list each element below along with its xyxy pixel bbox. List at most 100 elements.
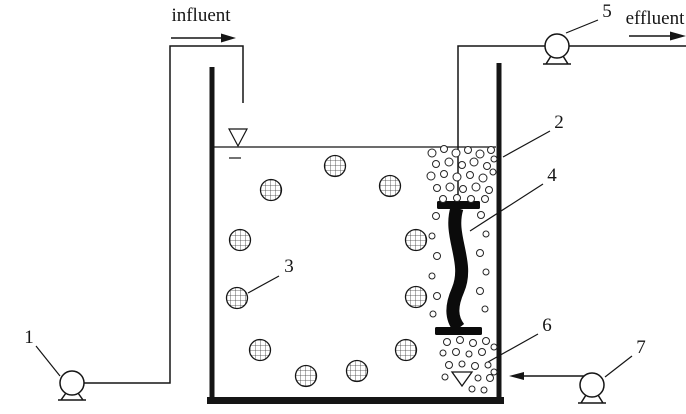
callout-2-label: 2 [554,112,564,133]
air-bubble [468,385,476,393]
influent-label: influent [171,5,231,26]
air-bubble [483,162,491,170]
media-carrier [248,338,272,362]
water-level-icon [228,128,248,148]
influent-flow-arrow [171,33,236,43]
air-bubble [481,305,489,313]
air-bubble [445,361,453,369]
air-pump [578,372,606,404]
air-bubble [478,173,488,183]
air-bubble [478,348,486,356]
air-bubble [445,182,455,192]
air-bubble [444,157,454,167]
air-bubble [428,272,436,280]
bubbles-group [426,145,498,394]
air-bubble [452,172,462,182]
air-bubble [427,148,437,158]
air-bubble [490,343,498,351]
diffuser-icon [450,371,474,388]
air-bubble [477,211,485,219]
air-bubble [439,349,447,357]
media-carrier [345,359,369,383]
air-bubble [464,146,472,154]
air-bubble [453,194,461,202]
air-bubble [475,149,485,159]
callout-4-leader [469,183,544,232]
air-bubble [441,373,449,381]
feed-pump-body [59,370,85,396]
feed-pump [58,370,86,401]
air-pump-body [579,372,605,398]
effluent-label: effluent [626,8,685,29]
air-bubble [490,155,498,163]
air-bubble [433,252,441,260]
suction-pump-stand [543,55,571,65]
callout-5-label: 5 [602,1,612,22]
callout-2: 2 [502,112,564,158]
air-bubble [456,336,464,344]
air-bubble [490,368,498,376]
media-carriers-group [225,154,428,388]
air-bubble [451,148,461,158]
air-bubble [465,350,473,358]
air-pump-stand [578,394,606,404]
air-flow-arrow [509,372,524,380]
media-carrier [404,228,428,252]
callout-7-label: 7 [636,337,646,358]
air-bubble [480,386,488,394]
callout-3: 3 [247,256,294,294]
callout-1-label: 1 [24,327,34,348]
callout-6: 6 [487,315,552,363]
air-bubble [452,348,460,356]
effluent-arrow-head [670,31,686,41]
air-bubble [459,185,467,193]
air-bubble [486,374,494,382]
media-carrier [259,178,283,202]
air-bubble [469,157,479,167]
feed-pump-stand [58,392,86,401]
membrane-band [446,206,469,333]
membrane-module [435,201,482,335]
suction-pump-body [544,33,570,59]
air-bubble [440,170,448,178]
air-bubble [440,145,448,153]
air-bubble [487,146,495,154]
influent-pipe [84,45,244,384]
callout-6-leader [487,333,539,363]
air-bubble [433,184,441,192]
air-bubble [469,339,477,347]
air-bubble [482,337,490,345]
air-bubble [458,360,466,368]
air-bubble [426,171,436,181]
air-bubble [466,171,474,179]
callout-3-leader [247,275,280,294]
air-bubble [429,310,437,318]
tank [207,63,504,404]
air-bubble [485,186,493,194]
callout-1: 1 [24,327,61,377]
media-carrier [294,364,318,388]
callout-4-label: 4 [547,165,557,186]
callout-7: 7 [604,337,646,378]
water-surface [214,128,496,159]
air-bubble [476,249,484,257]
membrane-bottom-cap [435,327,482,335]
air-bubble [428,232,436,240]
air-bubble [471,362,479,370]
air-bubble [474,374,482,382]
air-bubble [432,212,440,220]
media-carrier [378,174,402,198]
callout-7-leader [604,355,633,378]
air-bubble [489,168,497,176]
media-carrier [404,285,428,309]
membrane-top-cap [437,201,480,209]
air-bubble [476,287,484,295]
callout-2-leader [502,130,551,158]
media-carrier [394,338,418,362]
air-bubble [471,182,481,192]
air-bubble [467,195,475,203]
callout-3-label: 3 [284,256,294,277]
air-bubble [432,160,440,168]
